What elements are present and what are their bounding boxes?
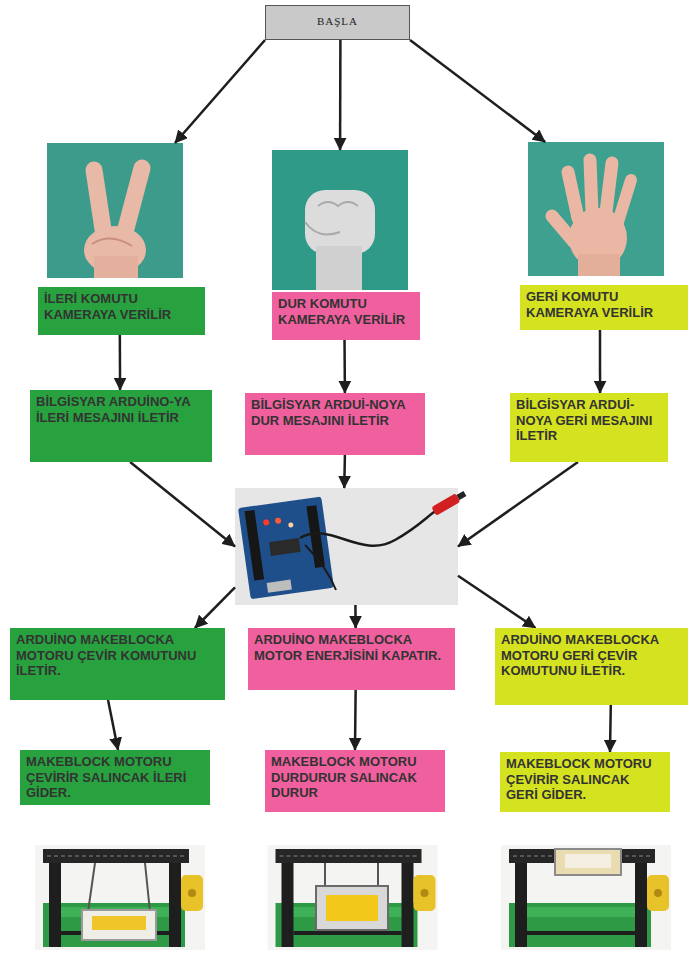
hand-photo-fist (272, 150, 408, 290)
flow-arrow (609, 705, 612, 752)
step-text: ARDUİNO MAKEBLOCKA MOTORU ÇEVİR KOMUTUNU… (10, 628, 225, 700)
flow-arrow (410, 40, 545, 142)
flow-arrow (195, 587, 235, 628)
process-box: GERİ KOMUTU KAMERAYA VERİLİR (520, 142, 688, 330)
step-text: BAŞLA (265, 5, 410, 40)
arduino-photo (235, 488, 467, 605)
process-box: MAKEBLOCK MOTORU ÇEVİRİR SALINCAK GERİ G… (500, 752, 670, 812)
flow-arrow (175, 40, 265, 143)
hand-photo-v (47, 143, 183, 278)
flow-arrow (354, 690, 357, 750)
process-box: DUR KOMUTU KAMERAYA VERİLİR (272, 150, 420, 340)
hand-photo-open (528, 142, 664, 276)
process-box: ARDUİNO MAKEBLOCKA MOTORU GERİ ÇEVİR KOM… (495, 628, 688, 705)
flow-arrow (108, 700, 118, 750)
flow-arrow (343, 340, 346, 393)
process-box: ARDUİNO MAKEBLOCKA MOTORU ÇEVİR KOMUTUNU… (10, 628, 225, 700)
flow-arrow (354, 605, 357, 628)
flow-arrow (458, 462, 578, 547)
step-text: MAKEBLOCK MOTORU ÇEVİRİR SALINCAK GERİ G… (500, 752, 670, 812)
flow-arrow (130, 462, 235, 547)
flow-arrow (458, 576, 536, 628)
swing-photo-forward (35, 845, 205, 950)
flow-arrow (119, 335, 122, 390)
step-text: MAKEBLOCK MOTORU ÇEVİRİR SALINCAK İLERİ … (20, 750, 210, 805)
arduino-board (235, 488, 458, 605)
process-box: BİLGİSYAR ARDUİ-NOYA GERİ MESAJINI İLETİ… (510, 393, 668, 462)
swing-photo-back (501, 845, 671, 950)
swing-photo-stop (268, 845, 438, 950)
process-box: BİLGİSYAR ARDUİNO-YA İLERİ MESAJINI İLET… (30, 390, 212, 462)
process-box: MAKEBLOCK MOTORU ÇEVİRİR SALINCAK İLERİ … (20, 750, 210, 805)
step-text: İLERİ KOMUTU KAMERAYA VERİLİR (38, 287, 205, 335)
process-box: ARDUİNO MAKEBLOCKA MOTOR ENERJİSİNİ KAPA… (248, 628, 455, 690)
step-text: DUR KOMUTU KAMERAYA VERİLİR (272, 292, 420, 340)
step-text: ARDUİNO MAKEBLOCKA MOTOR ENERJİSİNİ KAPA… (248, 628, 455, 690)
step-text: GERİ KOMUTU KAMERAYA VERİLİR (520, 285, 688, 330)
flow-arrow (599, 330, 602, 393)
flow-arrow (343, 455, 346, 488)
process-box: BİLGİSYAR ARDUİ-NOYA DUR MESAJINI İLETİR (245, 393, 425, 455)
step-text: BİLGİSYAR ARDUİNO-YA İLERİ MESAJINI İLET… (30, 390, 212, 462)
start-box: BAŞLA (265, 5, 410, 40)
process-box: İLERİ KOMUTU KAMERAYA VERİLİR (38, 143, 205, 335)
flow-arrow (339, 40, 342, 150)
step-text: MAKEBLOCK MOTORU DURDURUR SALINCAK DURUR (265, 750, 445, 812)
step-text: BİLGİSYAR ARDUİ-NOYA GERİ MESAJINI İLETİ… (510, 393, 668, 462)
process-box: MAKEBLOCK MOTORU DURDURUR SALINCAK DURUR (265, 750, 445, 812)
step-text: ARDUİNO MAKEBLOCKA MOTORU GERİ ÇEVİR KOM… (495, 628, 688, 705)
step-text: BİLGİSYAR ARDUİ-NOYA DUR MESAJINI İLETİR (245, 393, 425, 455)
